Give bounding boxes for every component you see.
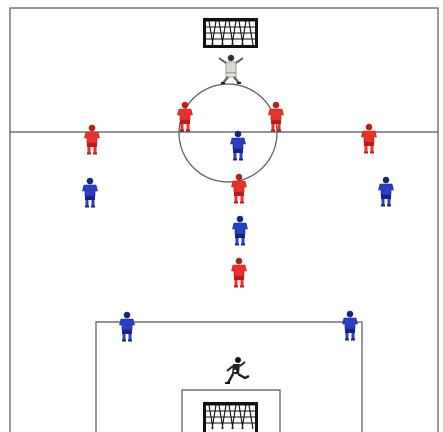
goal-area <box>181 389 281 432</box>
red-2-player <box>177 101 193 132</box>
goalkeeper-bottom <box>225 357 250 384</box>
pitch-boundary <box>9 7 439 432</box>
red-5-player <box>231 173 247 204</box>
red-1-player <box>84 124 100 155</box>
blue-4-player <box>378 176 394 207</box>
red-4-player <box>361 123 377 154</box>
blue-1-player <box>82 177 98 208</box>
goalkeeper-top <box>218 54 244 84</box>
red-3-player <box>268 101 284 132</box>
goal-top <box>203 18 258 48</box>
blue-5-player <box>119 311 135 342</box>
red-6-player <box>231 257 247 288</box>
center-circle <box>178 83 278 183</box>
blue-3-player <box>232 215 248 246</box>
blue-6-player <box>342 310 358 341</box>
players-layer <box>82 101 394 342</box>
goal-bottom <box>203 402 258 432</box>
blue-2-player <box>230 130 246 161</box>
penalty-area <box>95 321 363 432</box>
